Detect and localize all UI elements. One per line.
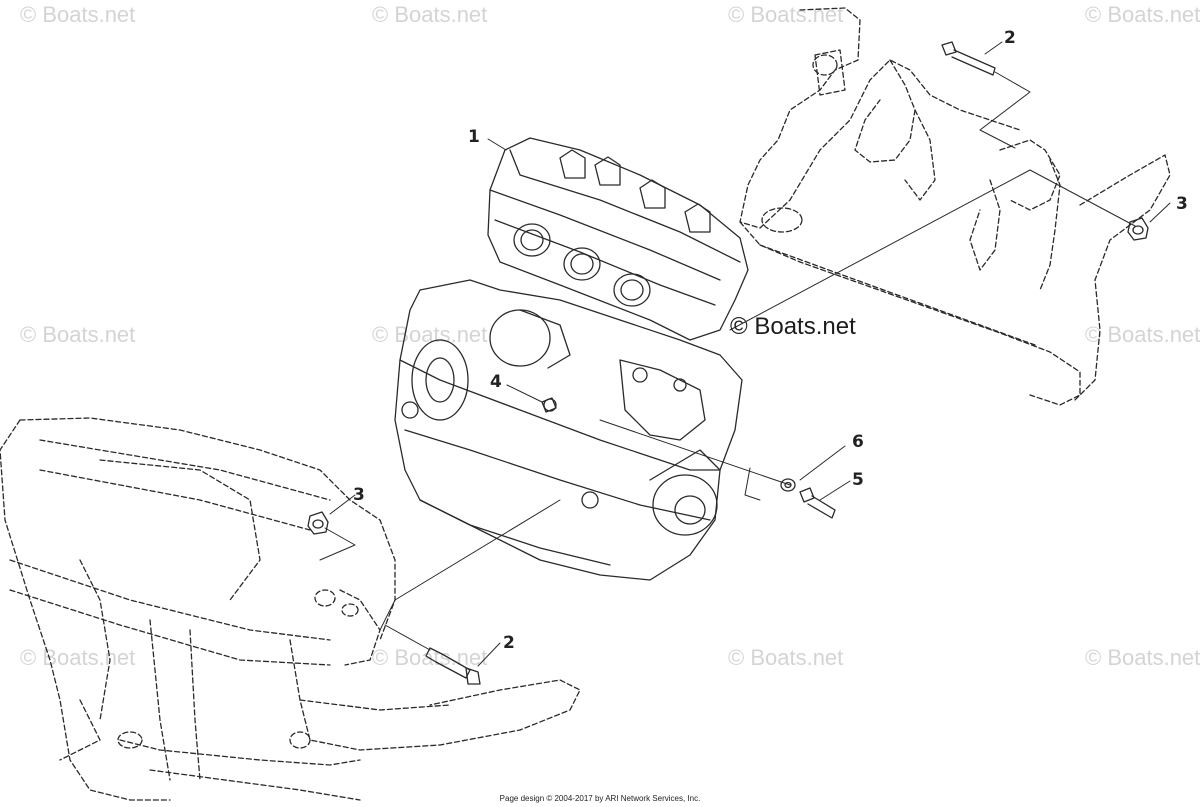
- bolt-top: [941, 41, 996, 76]
- watermark: © Boats.net: [1085, 322, 1200, 347]
- front-frame: [0, 417, 581, 801]
- watermark: © Boats.net: [20, 322, 136, 347]
- watermark: © Boats.net: [1085, 2, 1200, 27]
- watermark: © Boats.net: [728, 645, 844, 670]
- bolt-bottom: [425, 647, 481, 685]
- callout-1: 1: [468, 127, 480, 147]
- bolt-side: [799, 487, 836, 519]
- washer: [780, 478, 796, 492]
- watermark: © Boats.net: [728, 2, 844, 27]
- callout-6: 6: [852, 432, 864, 452]
- callout-3-left: 3: [353, 485, 365, 505]
- nut-right: [1127, 217, 1149, 241]
- callout-5: 5: [852, 470, 864, 490]
- callout-3-right: 3: [1176, 194, 1188, 214]
- copyright-footer: Page design © 2004-2017 by ARI Network S…: [499, 794, 701, 803]
- nut-left: [307, 511, 329, 535]
- watermark: © Boats.net: [372, 2, 488, 27]
- watermark: © Boats.net: [1085, 645, 1200, 670]
- leader-lines: [319, 41, 1171, 667]
- watermark: © Boats.net: [20, 645, 136, 670]
- rear-frame-bracket: [739, 7, 1171, 406]
- engine-assembly: [394, 137, 749, 581]
- callout-4: 4: [490, 372, 502, 392]
- callout-2-bottom: 2: [503, 633, 515, 653]
- callout-2-top: 2: [1004, 28, 1016, 48]
- bolt-engine: [541, 397, 557, 413]
- watermark: © Boats.net: [20, 2, 136, 27]
- main-watermark: © Boats.net: [730, 313, 856, 340]
